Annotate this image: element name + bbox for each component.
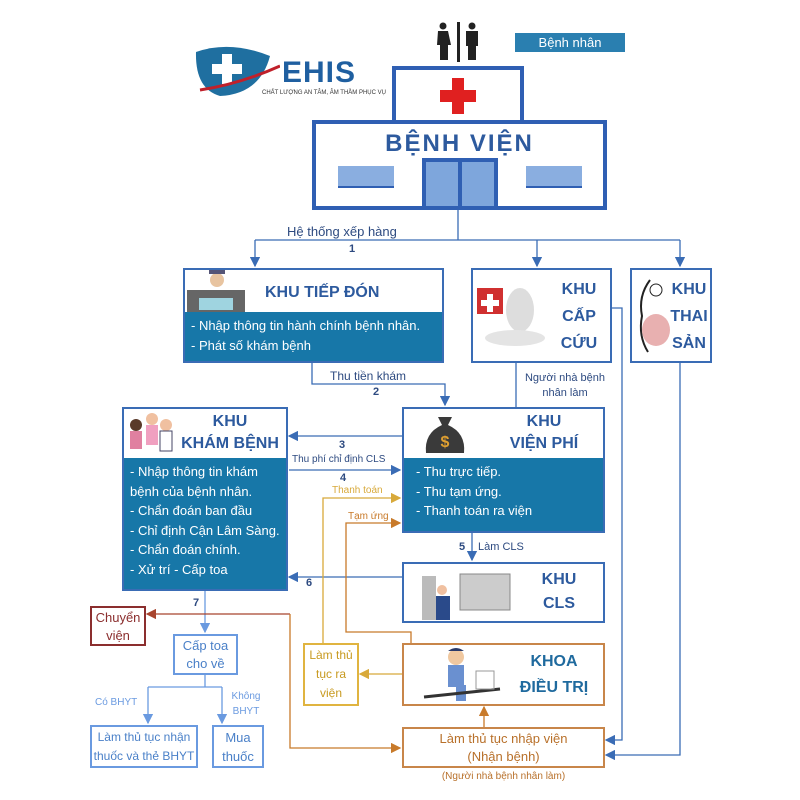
payment-label: Thanh toán [332,485,383,496]
cls-title-line: CLS [543,595,575,612]
emergency-title-line: CỨU [560,335,598,352]
cls-title-line: KHU [541,571,577,588]
hospital-building [392,66,524,124]
window [338,166,394,188]
money-bag-icon: $ [425,417,465,453]
medical-cross-logo-icon [195,46,281,96]
has-insurance-label: Có BHYT [95,697,138,708]
billing-area: $ KHU VIỆN PHÍ - Thu trực tiếp. - Thu tạ… [402,407,605,533]
billing-item: - Thu trực tiếp. [416,464,502,479]
maternity-title-line: SẢN [672,335,706,352]
admission-note: (Người nhà bệnh nhân làm) [441,771,566,782]
billing-title-line: VIỆN PHÍ [509,435,579,452]
do-cls-label: Làm CLS [478,541,524,553]
step-1: 1 [349,243,356,255]
hospital-body: BỆNH VIỆN [312,120,607,210]
xray-machine-icon [422,573,511,620]
reception-item: - Phát số khám bệnh [191,337,311,353]
transfer-box: Chuyển viện [90,606,146,646]
emergency-note: Người nhà bệnh nhân làm [524,372,606,399]
insurance-drug-box: Làm thủ tục nhận thuốc và thẻ BHYT [90,725,198,768]
maternity-title-line: THAI [670,308,708,325]
step-4: 4 [340,472,347,484]
receptionist-icon [187,270,245,314]
step-2: 2 [373,386,380,398]
queue-label: Hệ thống xếp hàng [287,224,397,239]
emergency-title-line: KHU [561,281,597,298]
window [526,166,582,188]
hospital-door [422,158,498,210]
red-cross-icon [440,78,476,114]
buy-drug-box: Mua thuốc [212,725,264,768]
restroom-icon [437,22,478,62]
step-5: 5 [459,541,466,553]
step-7: 7 [193,597,200,609]
patient-label: Bệnh nhân [515,33,625,52]
ehis-logo: EHIS CHẤT LƯỢNG AN TÂM, ÂM THẦM PHỤC VỤ [190,44,390,104]
reception-item: - Nhập thông tin hành chính bệnh nhân. [191,318,421,333]
treatment-department: KHOA ĐIỀU TRỊ [402,643,605,706]
emergency-title-line: CẤP [562,308,596,325]
exam-area: KHU KHÁM BỆNH - Nhập thông tin khám bệnh… [122,407,288,591]
maternity-area: KHU THAI SẢN [630,268,712,363]
reception-title: KHU TIẾP ĐÓN [265,284,380,301]
treatment-title-line: KHOA [530,653,578,670]
cls-area: KHU CLS [402,562,605,623]
admission-title-line: (Nhận bệnh) [467,749,540,764]
exam-title-line: KHÁM BỆNH [181,435,279,452]
advance-label: Tạm ứng [348,511,389,522]
no-insurance-label: Không BHYT [231,691,261,717]
patient-bed-icon [423,648,501,701]
billing-item: - Thanh toán ra viện [416,503,533,518]
treatment-title-line: ĐIỀU TRỊ [519,679,589,696]
pregnant-woman-icon [639,279,670,353]
doctor-patient-icon [130,413,173,452]
exam-item: - Chẩn đoán ban đầu [130,503,253,518]
exam-item: - Chỉ định Cận Lâm Sàng. [130,522,280,538]
step-3: 3 [339,439,346,451]
prescription-box: Cấp toa cho về [173,634,238,675]
exam-item: - Chẩn đoán chính. [130,542,241,557]
exam-item: - Nhập thông tin khám bệnh của bệnh nhân… [130,464,258,499]
logo-tagline: CHẤT LƯỢNG AN TÂM, ÂM THẦM PHỤC VỤ [262,90,386,96]
discharge-box: Làm thủ tục ra viện [303,643,359,706]
svg-text:$: $ [441,434,450,451]
emergency-area: KHU CẤP CỨU [471,268,612,363]
exam-item: - Xử trí - Cấp toa [130,561,228,577]
admission-title-line: Làm thủ tục nhập viện [439,731,568,746]
admission-box: Làm thủ tục nhập viện (Nhận bệnh) [402,727,605,768]
exam-title-line: KHU [212,413,248,430]
fee-collect-label: Thu tiền khám [330,369,407,383]
hospital-title: BỆNH VIỆN [385,130,534,157]
reception-area: KHU TIẾP ĐÓN - Nhập thông tin hành chính… [183,268,444,363]
billing-title-line: KHU [526,413,562,430]
step-6: 6 [306,577,313,589]
cls-fee-label: Thu phí chỉ định CLS [292,454,386,465]
billing-item: - Thu tạm ứng. [416,483,502,499]
logo-brand: EHIS [282,56,357,89]
maternity-title-line: KHU [671,281,707,298]
first-aid-icon [477,288,545,346]
